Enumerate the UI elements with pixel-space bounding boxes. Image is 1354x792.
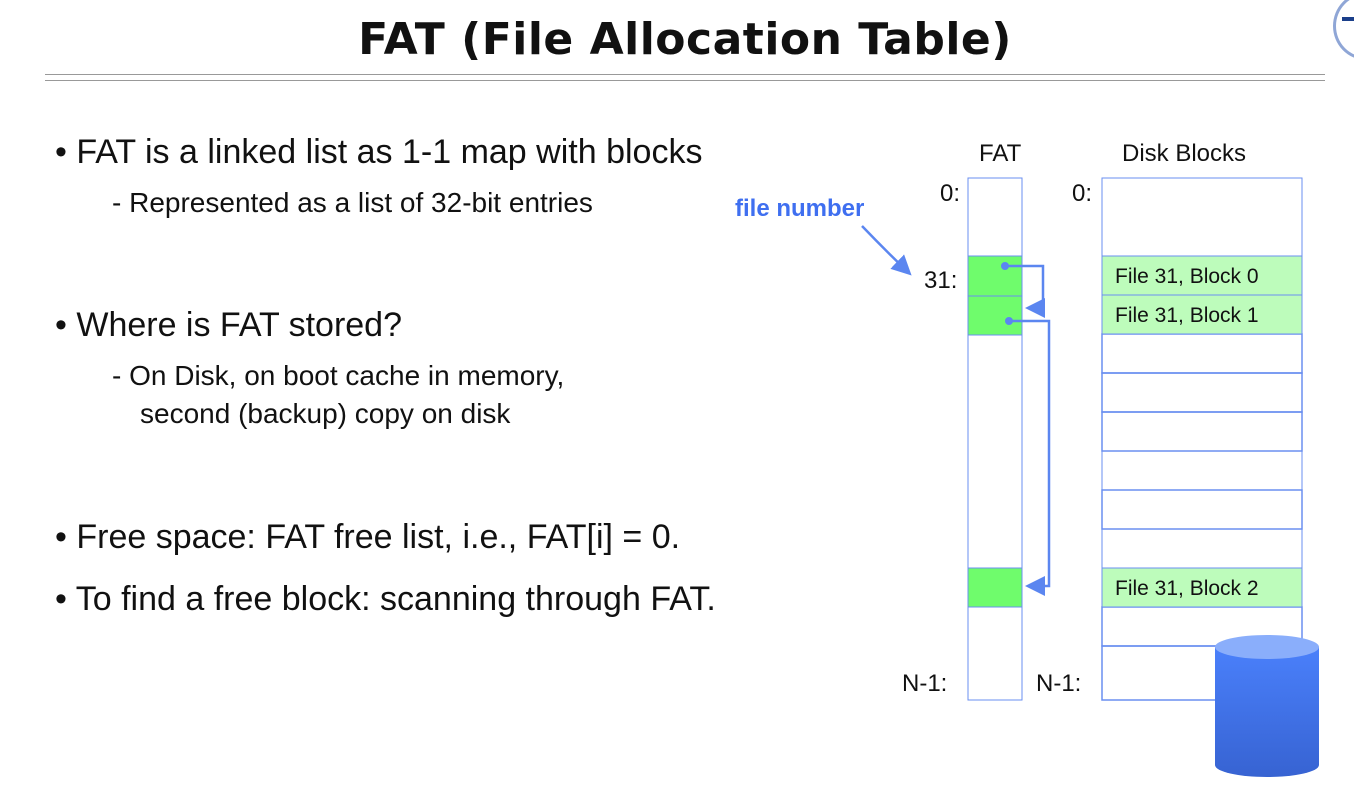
disk-cylinder-icon (1215, 635, 1319, 777)
fat-entry-last (967, 567, 1023, 608)
sub-bullet-2-2: second (backup) copy on disk (140, 398, 511, 429)
fat-index-0: 0: (940, 180, 961, 207)
disk-block-rows (1101, 333, 1303, 701)
slide-title: FAT (File Allocation Table) (358, 14, 1012, 65)
sub-bullet-2-1: - On Disk, on boot cache in memory, (112, 360, 565, 391)
disk-block-2 (1101, 567, 1303, 608)
disk-blocks-header: Disk Blocks (1122, 140, 1247, 167)
fat-entry-next (967, 295, 1023, 336)
disk-index-last: N-1: (1036, 670, 1082, 697)
link-arrow-1 (1005, 264, 1045, 318)
fat-index-31: 31: (924, 267, 958, 294)
file-number-label: file number (735, 195, 865, 222)
disk-block-0 (1101, 255, 1303, 296)
bullet-4: • To find a free block: scanning through… (55, 580, 716, 618)
bullet-2: • Where is FAT stored? (55, 306, 402, 344)
bullet-3: • Free space: FAT free list, i.e., FAT[i… (55, 518, 681, 556)
file-number-arrow (861, 225, 912, 276)
title-divider (45, 80, 1325, 81)
link-arrow-2 (1009, 319, 1051, 596)
sub-bullet-1-1: - Represented as a list of 32-bit entrie… (112, 187, 593, 218)
title-divider (45, 74, 1325, 75)
fat-index-last: N-1: (902, 670, 948, 697)
disk-block-1 (1101, 294, 1303, 335)
bullet-1: • FAT is a linked list as 1-1 map with b… (55, 133, 703, 171)
disk-block-2-label: File 31, Block 2 (1115, 577, 1259, 600)
disk-block-1-label: File 31, Block 1 (1115, 304, 1259, 327)
fat-entry-31 (967, 255, 1023, 297)
disk-index-0: 0: (1072, 180, 1093, 207)
disk-block-0-label: File 31, Block 0 (1115, 265, 1259, 288)
fat-header: FAT (979, 140, 1022, 167)
